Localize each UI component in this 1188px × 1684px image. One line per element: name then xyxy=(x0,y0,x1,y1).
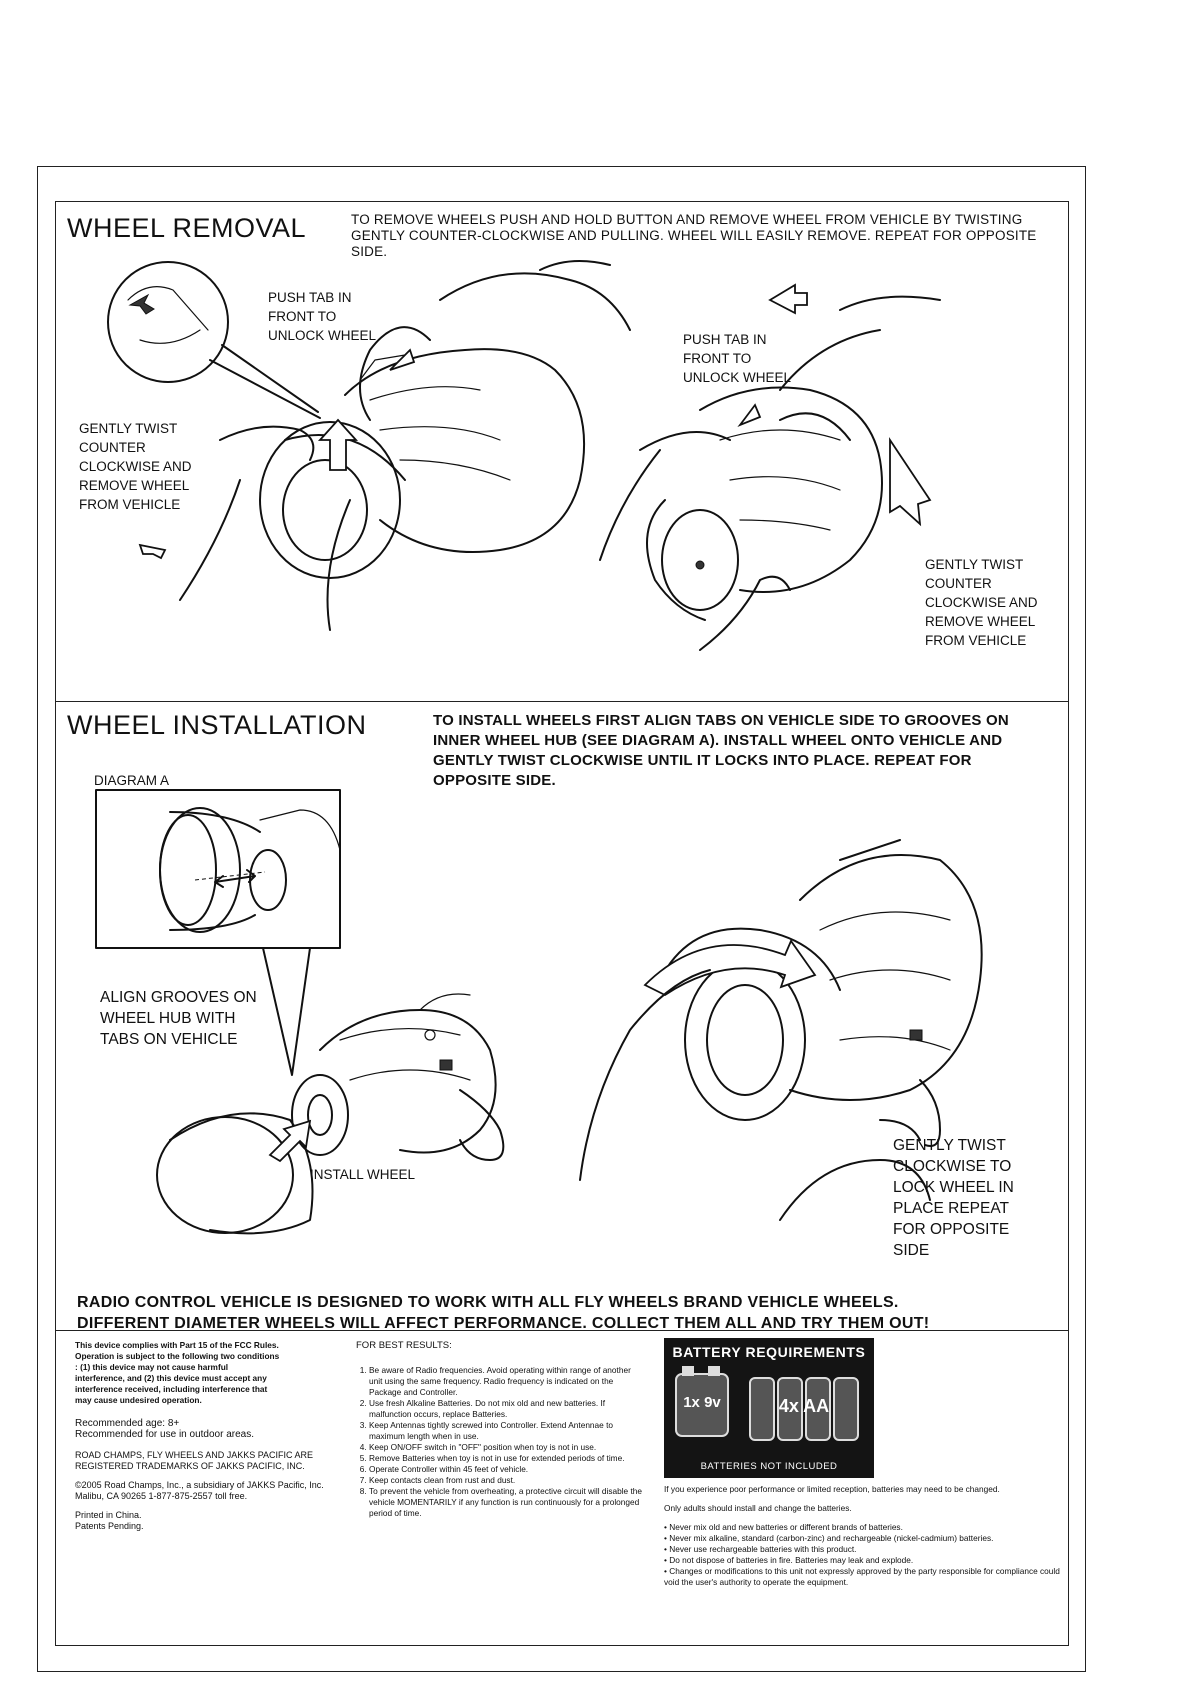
compat-notice-line2: DIFFERENT DIAMETER WHEELS WILL AFFECT PE… xyxy=(77,1313,1067,1334)
recommended-age: Recommended age: 8+ xyxy=(75,1418,305,1429)
best-result-item: Be aware of Radio frequencies. Avoid ope… xyxy=(369,1365,646,1398)
compat-notice-line1: RADIO CONTROL VEHICLE IS DESIGNED TO WOR… xyxy=(77,1292,1057,1313)
patents-pending: Patents Pending. xyxy=(75,1521,305,1532)
batteries-not-included: BATTERIES NOT INCLUDED xyxy=(664,1461,874,1472)
best-result-item: Use fresh Alkaline Batteries. Do not mix… xyxy=(369,1398,646,1420)
copyright-notice: ©2005 Road Champs, Inc., a subsidiary of… xyxy=(75,1480,325,1502)
battery-aa-count: 4x AA xyxy=(750,1396,858,1417)
printed-in: Printed in China. xyxy=(75,1510,305,1521)
best-results-heading: FOR BEST RESULTS: xyxy=(356,1340,646,1351)
battery-9v-count: 1x 9v xyxy=(676,1394,728,1411)
best-results-list: Be aware of Radio frequencies. Avoid ope… xyxy=(356,1365,646,1519)
battery-note-performance: If you experience poor performance or li… xyxy=(664,1484,1064,1495)
battery-warnings: Never mix old and new batteries or diffe… xyxy=(664,1522,1064,1588)
battery-warning: Changes or modifications to this unit no… xyxy=(664,1566,1064,1588)
best-results: FOR BEST RESULTS: Be aware of Radio freq… xyxy=(356,1340,646,1519)
best-result-item: To prevent the vehicle from overheating,… xyxy=(369,1486,646,1519)
battery-notes: If you experience poor performance or li… xyxy=(664,1484,1064,1588)
best-result-item: Keep Antennas tightly screwed into Contr… xyxy=(369,1420,646,1442)
trademark-notice: ROAD CHAMPS, FLY WHEELS AND JAKKS PACIFI… xyxy=(75,1450,315,1472)
battery-warning: Never mix alkaline, standard (carbon-zin… xyxy=(664,1533,1064,1544)
fcc-statement: This device complies with Part 15 of the… xyxy=(75,1340,280,1406)
battery-warning: Never mix old and new batteries or diffe… xyxy=(664,1522,1064,1533)
outdoor-use: Recommended for use in outdoor areas. xyxy=(75,1429,305,1440)
best-result-item: Keep ON/OFF switch in "OFF" position whe… xyxy=(369,1442,646,1453)
battery-warning: Do not dispose of batteries in fire. Bat… xyxy=(664,1555,1064,1566)
battery-requirements-badge: BATTERY REQUIREMENTS 1x 9v 4x AA BATTERI… xyxy=(664,1338,874,1478)
best-result-item: Remove Batteries when toy is not in use … xyxy=(369,1453,646,1464)
battery-note-adults: Only adults should install and change th… xyxy=(664,1503,1064,1514)
best-result-item: Keep contacts clean from rust and dust. xyxy=(369,1475,646,1486)
best-result-item: Operate Controller within 45 feet of veh… xyxy=(369,1464,646,1475)
battery-warning: Never use rechargeable batteries with th… xyxy=(664,1544,1064,1555)
fcc-column: This device complies with Part 15 of the… xyxy=(75,1340,305,1532)
